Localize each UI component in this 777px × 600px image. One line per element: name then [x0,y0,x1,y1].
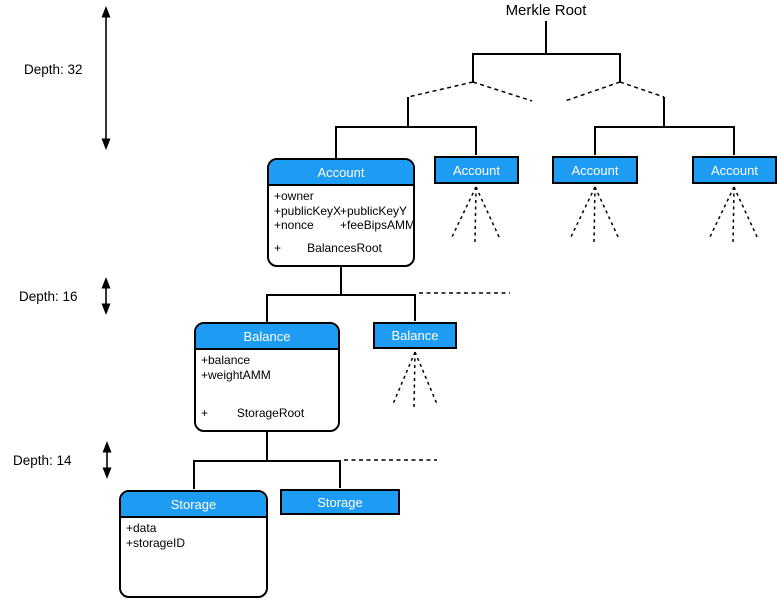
storage-class-body: +data +storageID [121,518,266,596]
class-attribute-row: +weightAMM [201,368,334,383]
depth-arrow-16 [101,277,111,315]
attr-data: +data [126,521,157,535]
account-leaf-node: Account [434,156,519,184]
collapsed-subtree-fans [392,186,759,408]
merkle-root-label: Merkle Root [505,2,587,19]
account-leaf-node: Account [692,156,777,184]
depth-arrow-32 [101,6,111,150]
attr-publickeyx: +publicKeyX [274,203,342,218]
depth-arrow-14 [102,441,112,479]
plus-prefix: + [274,240,282,255]
balance-class-body: +balance +weightAMM + StorageRoot [196,350,338,430]
dashed-connectors [344,81,665,461]
class-attribute-row: +publicKeyX +publicKeyY [274,204,409,219]
account-class-body: +owner +publicKeyX +publicKeyY +nonce +f… [269,186,413,265]
balance-class-node: Balance +balance +weightAMM + StorageRoo… [194,322,340,432]
attr-feebipsamm: +feeBipsAMM [340,218,415,232]
balance-leaf-node: Balance [373,322,457,349]
plus-prefix: + [201,405,209,420]
storage-root-row: + StorageRoot [201,406,333,421]
attr-storageroot: StorageRoot [236,405,305,420]
class-attribute-row: +balance [201,353,334,368]
attr-balancesroot: BalancesRoot [307,240,382,255]
storage-class-title: Storage [121,492,266,518]
storage-class-node: Storage +data +storageID [119,490,268,598]
class-attribute-row: +owner [274,189,409,204]
balance-class-title: Balance [196,324,338,350]
class-attribute-row: +storageID [126,536,262,551]
class-attribute-row: +data [126,521,262,536]
solid-connectors [193,21,735,489]
depth-label-16: Depth: 16 [19,289,78,304]
depth-label-14: Depth: 14 [13,453,72,468]
depth-label-32: Depth: 32 [24,62,83,77]
attr-empty [340,189,409,204]
attr-storageid: +storageID [126,535,186,550]
balances-root-row: + BalancesRoot [274,241,408,256]
attr-weightamm: +weightAMM [201,367,271,382]
attr-balance: +balance [201,353,251,367]
storage-leaf-node: Storage [280,489,400,515]
class-attribute-row: +nonce +feeBipsAMM [274,218,413,233]
account-class-node: Account +owner +publicKeyX +publicKeyY +… [267,158,415,267]
attr-publickeyy: +publicKeyY [340,203,408,218]
attr-nonce: +nonce [274,218,314,232]
account-leaf-node: Account [552,156,638,184]
account-class-title: Account [269,160,413,186]
attr-owner: +owner [274,189,314,203]
